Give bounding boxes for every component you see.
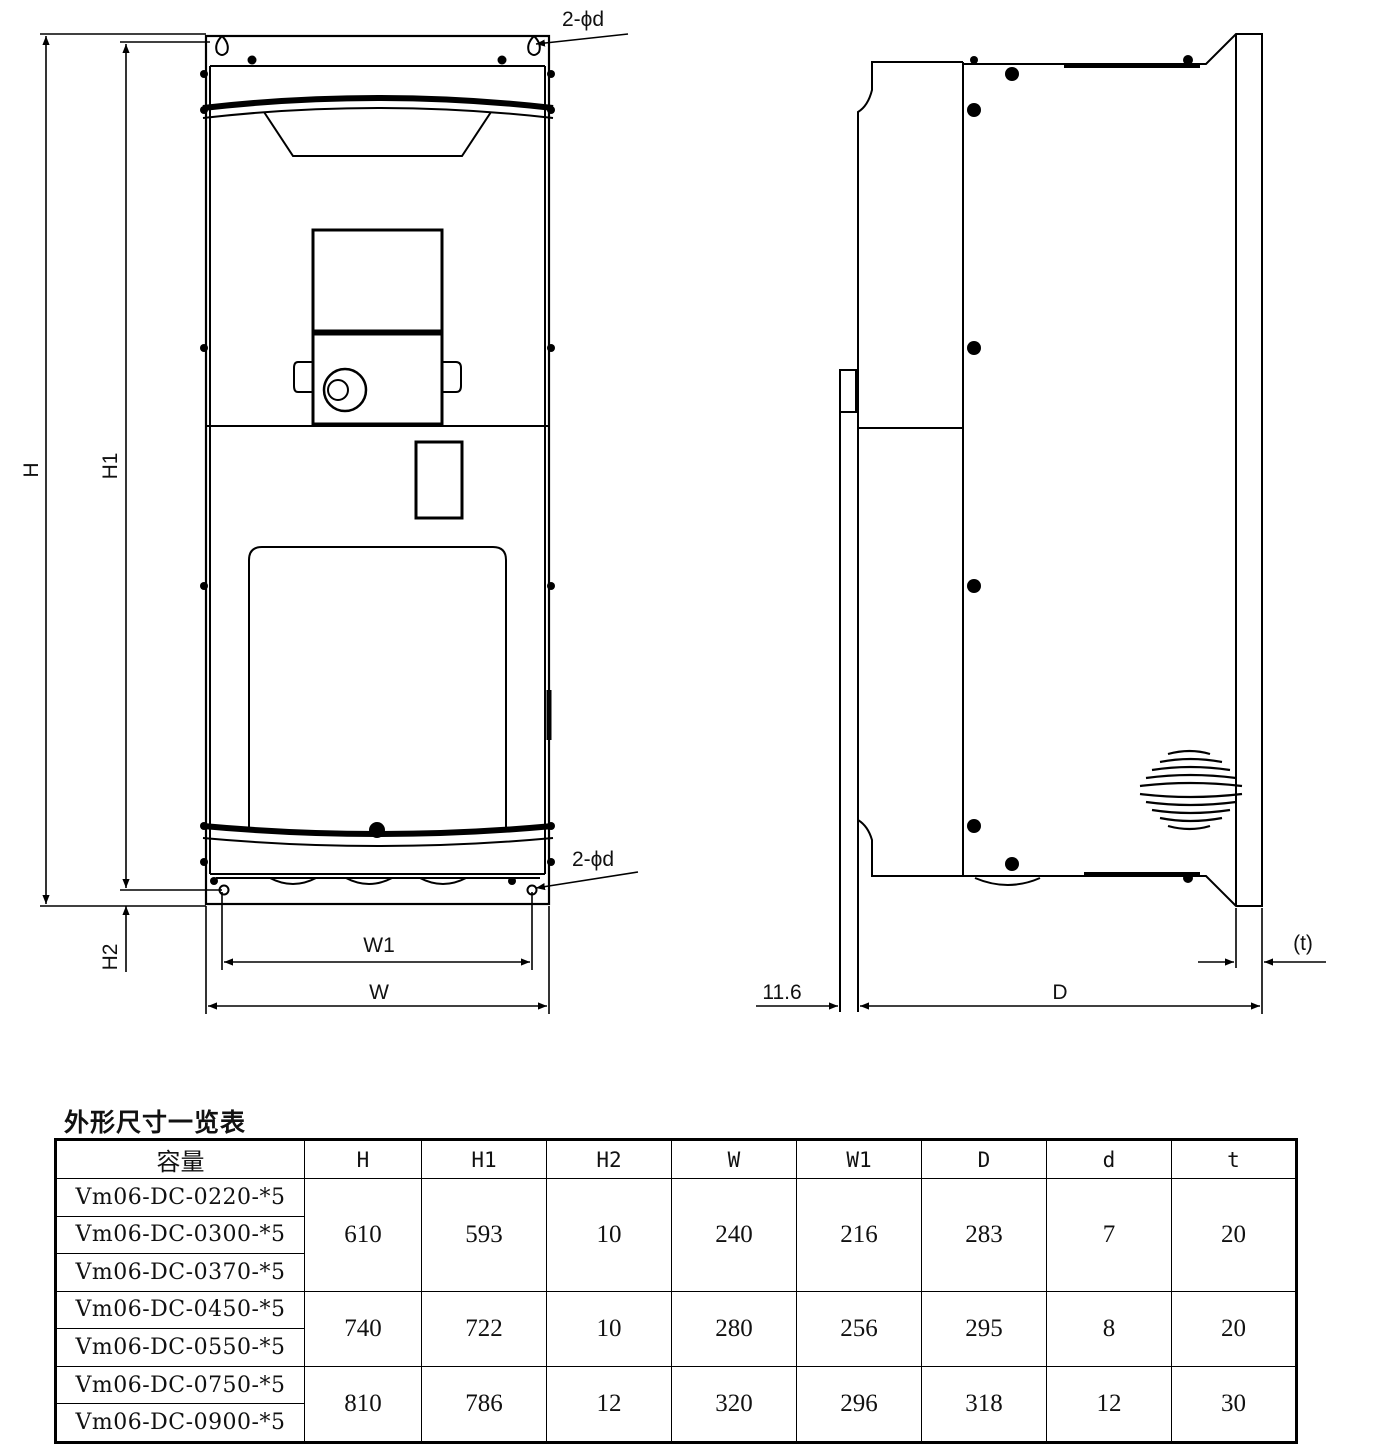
value-d: 12 — [1046, 1365, 1172, 1444]
header-d: d — [1046, 1139, 1172, 1179]
table-row: Vm06-DC-0550-*5 — [55, 1328, 1297, 1367]
model-cell: Vm06-DC-0450-*5 — [55, 1290, 305, 1330]
side-heatsink — [963, 33, 1263, 907]
value-W1: 216 — [796, 1178, 922, 1292]
value-d: 8 — [1046, 1290, 1172, 1367]
value-t: 20 — [1171, 1178, 1297, 1292]
value-W1: 296 — [796, 1365, 922, 1444]
header-H2: H2 — [546, 1139, 672, 1179]
outline-drawing: H H1 H2 W1 W 2-ϕd 2-ϕd — [20, 8, 1326, 1014]
dim-label-offset: 11.6 — [762, 981, 801, 1004]
side-cover — [857, 61, 963, 877]
dimension-table: 容量 H H1 H2 W W1 D d t Vm06-DC-0220-*5 61… — [54, 1138, 1298, 1444]
value-W1: 256 — [796, 1290, 922, 1367]
table-row: Vm06-DC-0300-*5 — [55, 1215, 1297, 1255]
top-vent — [202, 95, 554, 111]
header-W1: W1 — [796, 1139, 922, 1179]
value-H2: 10 — [546, 1178, 672, 1292]
value-W: 280 — [671, 1290, 797, 1367]
dim-label-D: D — [1052, 981, 1067, 1004]
model-cell: Vm06-DC-0300-*5 — [55, 1215, 305, 1255]
value-H2: 12 — [546, 1365, 672, 1444]
header-H1: H1 — [421, 1139, 547, 1179]
dim-label-hole-top: 2-ϕd — [562, 8, 604, 31]
header-W: W — [671, 1139, 797, 1179]
value-t: 20 — [1171, 1290, 1297, 1367]
value-D: 295 — [921, 1290, 1047, 1367]
dim-label-H2: H2 — [99, 944, 122, 971]
model-cell: Vm06-DC-0220-*5 — [55, 1178, 305, 1217]
dim-label-hole-bottom: 2-ϕd — [572, 848, 614, 871]
side-dimensions — [756, 908, 1326, 1014]
keypad-body — [311, 332, 444, 426]
header-D: D — [921, 1139, 1047, 1179]
model-cell: Vm06-DC-0750-*5 — [55, 1365, 305, 1405]
header-capacity: 容量 — [55, 1139, 305, 1179]
value-H: 810 — [304, 1365, 422, 1444]
dim-label-W1: W1 — [363, 934, 395, 957]
keypad-display — [311, 228, 444, 333]
fan-grille-icon — [1139, 749, 1243, 831]
table-row: Vm06-DC-0220-*5 610 593 10 240 216 283 7… — [55, 1178, 1297, 1292]
value-D: 283 — [921, 1178, 1047, 1292]
dim-label-W: W — [369, 981, 389, 1004]
value-H1: 786 — [421, 1365, 547, 1444]
dim-label-H1: H1 — [99, 453, 122, 480]
value-H: 740 — [304, 1290, 422, 1367]
side-view — [839, 33, 1263, 1012]
table-title: 外形尺寸一览表 — [64, 1108, 247, 1137]
table-header-row: 容量 H H1 H2 W W1 D d t — [55, 1139, 1297, 1179]
keypad-knob — [322, 367, 368, 413]
terminal-cover — [248, 546, 507, 830]
table-row: Vm06-DC-0370-*5 — [55, 1253, 1297, 1292]
table-row: Vm06-DC-0900-*5 — [55, 1403, 1297, 1443]
value-d: 7 — [1046, 1178, 1172, 1292]
value-H: 610 — [304, 1178, 422, 1292]
indicator-window — [414, 440, 464, 520]
value-W: 320 — [671, 1365, 797, 1444]
front-view — [202, 34, 554, 906]
table-row: Vm06-DC-0750-*5 810 786 12 320 296 318 1… — [55, 1365, 1297, 1444]
header-H: H — [304, 1139, 422, 1179]
dim-label-H: H — [20, 462, 43, 477]
model-cell: Vm06-DC-0370-*5 — [55, 1253, 305, 1292]
value-H1: 722 — [421, 1290, 547, 1367]
front-dimensions — [40, 33, 639, 1014]
value-W: 240 — [671, 1178, 797, 1292]
dim-label-t: (t) — [1293, 932, 1313, 955]
value-H1: 593 — [421, 1178, 547, 1292]
front-bolts — [200, 55, 555, 885]
header-t: t — [1171, 1139, 1297, 1179]
model-cell: Vm06-DC-0550-*5 — [55, 1328, 305, 1367]
value-D: 318 — [921, 1365, 1047, 1444]
value-t: 30 — [1171, 1365, 1297, 1444]
model-cell: Vm06-DC-0900-*5 — [55, 1403, 305, 1443]
side-bolts — [967, 55, 1193, 883]
table-row: Vm06-DC-0450-*5 740 722 10 280 256 295 8… — [55, 1290, 1297, 1367]
front-body — [204, 34, 551, 906]
value-H2: 10 — [546, 1290, 672, 1367]
